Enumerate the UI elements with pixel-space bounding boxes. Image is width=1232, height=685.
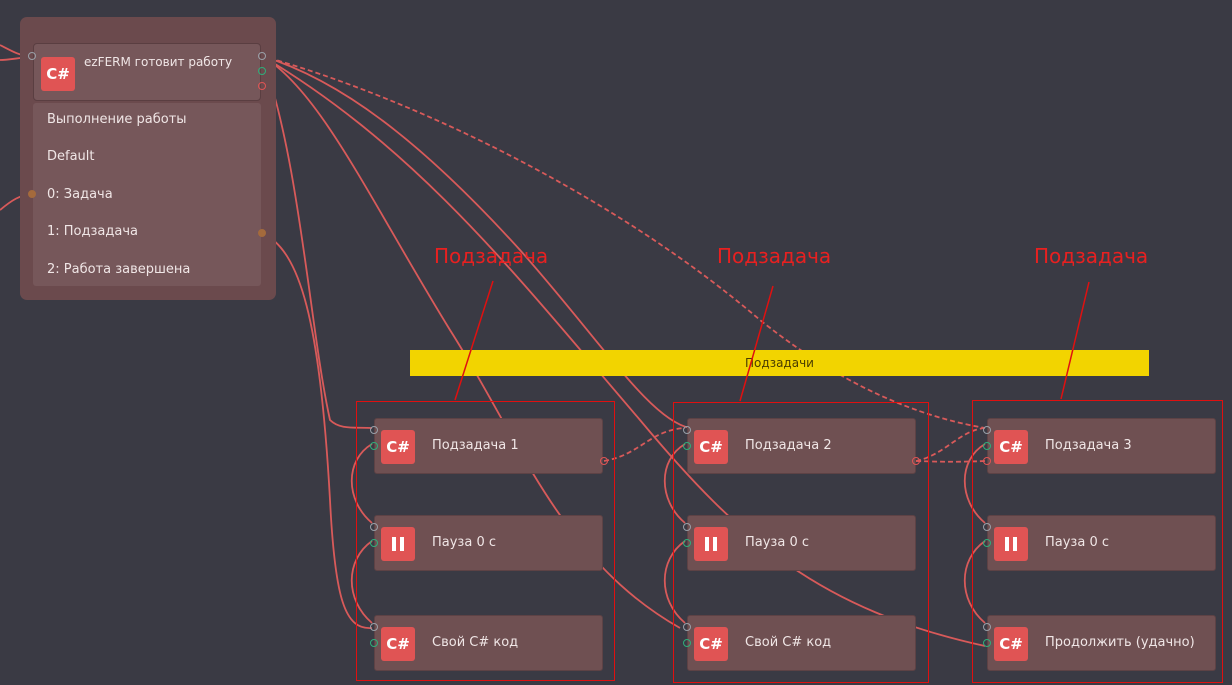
node-label: Подзадача 3 — [1045, 438, 1132, 453]
annotation-box — [673, 402, 929, 683]
main-node-outputs: Выполнение работы Default 0: Задача 1: П… — [33, 103, 261, 286]
csharp-icon: C# — [994, 430, 1028, 464]
annotation-box — [356, 401, 615, 681]
subtasks-group-label: Подзадачи — [745, 356, 814, 370]
output-port[interactable] — [258, 52, 266, 60]
connection-wire[interactable] — [261, 55, 373, 429]
pause-icon — [994, 527, 1028, 561]
csharp-icon: C# — [994, 627, 1028, 661]
continue-node[interactable]: C# Продолжить (удачно) — [987, 615, 1216, 671]
output-port-error[interactable] — [258, 82, 266, 90]
main-node-title: ezFERM готовит работу — [84, 55, 233, 69]
output-item[interactable]: 2: Работа завершена — [47, 262, 191, 277]
node-label: Продолжить (удачно) — [1045, 635, 1195, 650]
annotation-box — [972, 400, 1223, 683]
node-label: Пауза 0 с — [1045, 535, 1109, 550]
csharp-icon: C# — [41, 57, 75, 91]
annotation-label: Подзадача — [717, 244, 832, 268]
output-item[interactable]: Default — [47, 149, 95, 164]
subtasks-group-bar[interactable]: Подзадачи — [410, 350, 1149, 376]
output-item[interactable]: 1: Подзадача — [47, 224, 138, 239]
output-item[interactable]: Выполнение работы — [47, 112, 187, 127]
task-input-port[interactable] — [28, 190, 36, 198]
main-node-header[interactable]: C# ezFERM готовит работу — [33, 43, 261, 101]
input-port[interactable] — [28, 52, 36, 60]
output-port-success[interactable] — [258, 67, 266, 75]
pause-node[interactable]: Пауза 0 с — [987, 515, 1216, 571]
annotation-label: Подзадача — [434, 244, 549, 268]
output-item[interactable]: 0: Задача — [47, 187, 113, 202]
annotation-label: Подзадача — [1034, 244, 1149, 268]
subtask-output-port[interactable] — [258, 229, 266, 237]
subtask-node[interactable]: C# Подзадача 3 — [987, 418, 1216, 474]
